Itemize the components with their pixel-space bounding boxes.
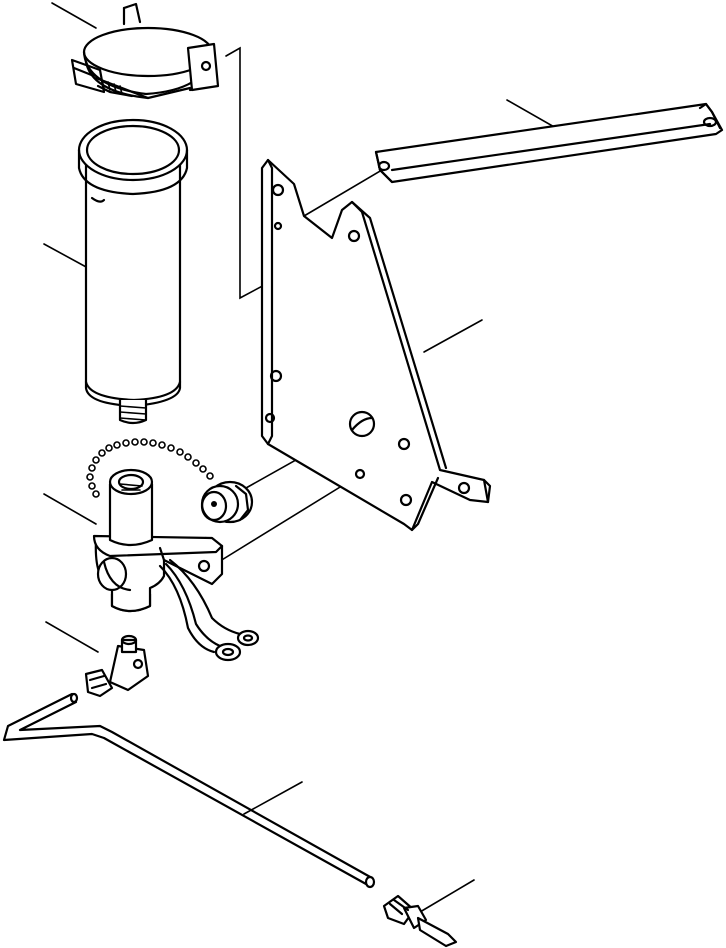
support-strap — [374, 102, 724, 184]
tube-line — [2, 692, 376, 889]
filter-head-with-sensor — [86, 438, 260, 662]
leader-head — [43, 493, 97, 525]
leader-elbow — [45, 621, 99, 653]
alignment-line-strap — [303, 169, 383, 217]
filter-canister — [77, 118, 189, 425]
leader-plate — [423, 319, 483, 353]
straight-fitting — [382, 894, 458, 948]
bead-chain — [86, 438, 214, 498]
leader-canister — [43, 243, 89, 269]
leader-fitting — [419, 879, 475, 913]
leader-clamp — [51, 2, 97, 29]
alignment-line-head-lower — [211, 475, 359, 567]
leader-tube — [243, 781, 303, 815]
leader-strap — [506, 99, 557, 129]
mounting-plate — [260, 158, 492, 532]
elbow-fitting — [84, 634, 150, 698]
hose-clamp-bracket — [70, 2, 220, 100]
filter-cap — [200, 480, 254, 524]
